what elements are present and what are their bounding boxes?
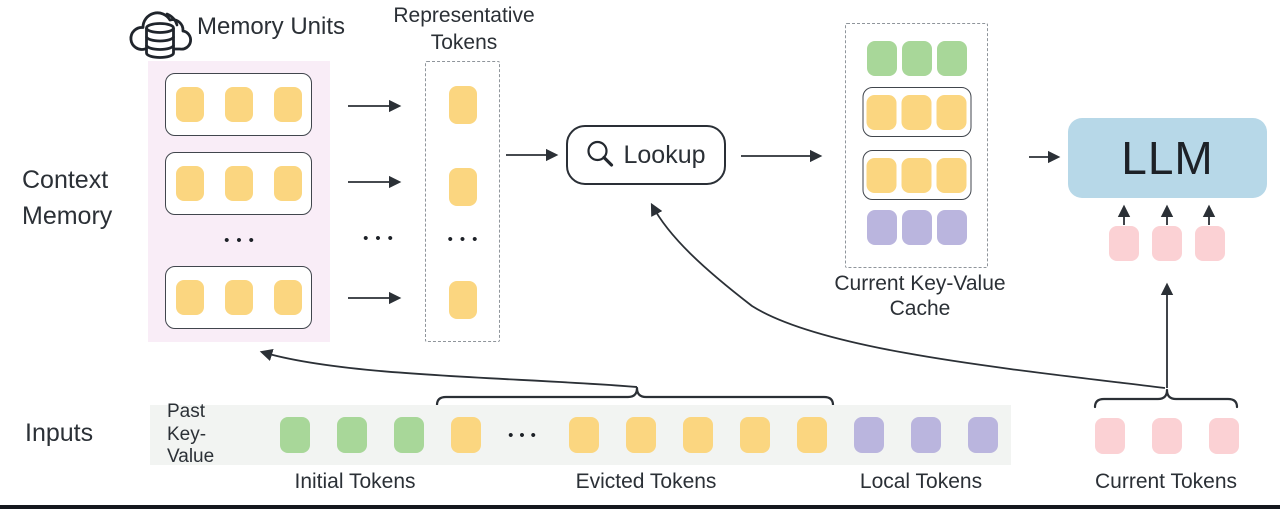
cache-token-green [936,41,967,76]
current-kv-cache-box [845,23,988,268]
past-key-value-bar: Past Key-Value ••• [150,401,1011,467]
cache-token-green [901,41,932,76]
cache-token-yellow [866,157,897,193]
representative-tokens-label: Representative Tokens [393,4,535,54]
evicted-token [626,417,656,453]
cache-memory-unit-row [862,150,971,200]
memory-token [224,280,253,315]
llm-box: LLM [1068,118,1267,198]
evicted-token [451,417,481,453]
cache-token-yellow [936,157,967,193]
memory-unit-row [165,152,312,215]
local-token [854,417,884,453]
representative-token [448,281,477,319]
evicted-ellipsis: ••• [508,426,542,444]
context-memory-label: Context Memory [22,166,113,230]
inputs-label: Inputs [25,419,94,447]
initial-token [337,417,367,453]
current-kv-cache-label: Current Key-Value Cache [834,272,1006,320]
memory-token [224,166,253,201]
local-tokens-label: Local Tokens [859,470,983,493]
past-key-value-label: Past Key-Value [167,400,215,468]
context-memory-box: ••• [148,61,330,342]
arrow-evicted-to-context-memory [259,348,638,388]
memory-token [175,166,204,201]
brace-current-tokens [1093,388,1239,409]
cache-token-purple [936,210,967,245]
cache-local-row [846,210,987,245]
representative-token [448,86,477,124]
evicted-token [797,417,827,453]
cache-token-yellow [901,157,932,193]
brace-evicted-tokens [435,386,835,407]
memory-unit-row [165,266,312,329]
current-tokens-group [1095,418,1239,454]
cache-token-purple [901,210,932,245]
lookup-label: Lookup [623,140,706,169]
llm-label: LLM [1121,132,1214,184]
memory-units-label: Memory Units [197,13,346,40]
initial-tokens-label: Initial Tokens [294,470,416,493]
figure-bottom-rule [0,505,1280,509]
llm-input-tokens [1109,226,1225,261]
memory-unit-row [165,73,312,136]
current-token [1152,226,1182,261]
current-token [1152,418,1182,454]
initial-token [394,417,424,453]
evicted-tokens-label: Evicted Tokens [575,470,717,493]
cache-token-yellow [866,94,897,130]
current-token [1195,226,1225,261]
cache-initial-row [846,41,987,76]
cache-memory-unit-row [862,87,971,137]
lookup-button: Lookup [566,125,726,185]
cloud-database-icon [129,11,192,59]
transfer-ellipsis: ••• [363,230,400,247]
cache-token-green [866,41,897,76]
memory-token [224,87,253,122]
current-token [1109,226,1139,261]
memory-token [175,280,204,315]
memory-token [273,280,302,315]
current-token [1095,418,1125,454]
cache-token-yellow [901,94,932,130]
memory-rows-ellipsis: ••• [224,232,261,249]
representative-tokens-box: ••• [425,61,500,342]
memory-token [273,87,302,122]
representative-token [448,168,477,206]
representative-ellipsis: ••• [447,231,485,248]
memory-token [273,166,302,201]
local-token [911,417,941,453]
cache-token-yellow [936,94,967,130]
memory-token [175,87,204,122]
current-tokens-label: Current Tokens [1094,470,1238,493]
current-token [1209,418,1239,454]
evicted-token [569,417,599,453]
initial-token [280,417,310,453]
evicted-token [683,417,713,453]
cache-token-purple [866,210,897,245]
evicted-token [740,417,770,453]
local-token [968,417,998,453]
magnifier-icon [587,140,614,167]
